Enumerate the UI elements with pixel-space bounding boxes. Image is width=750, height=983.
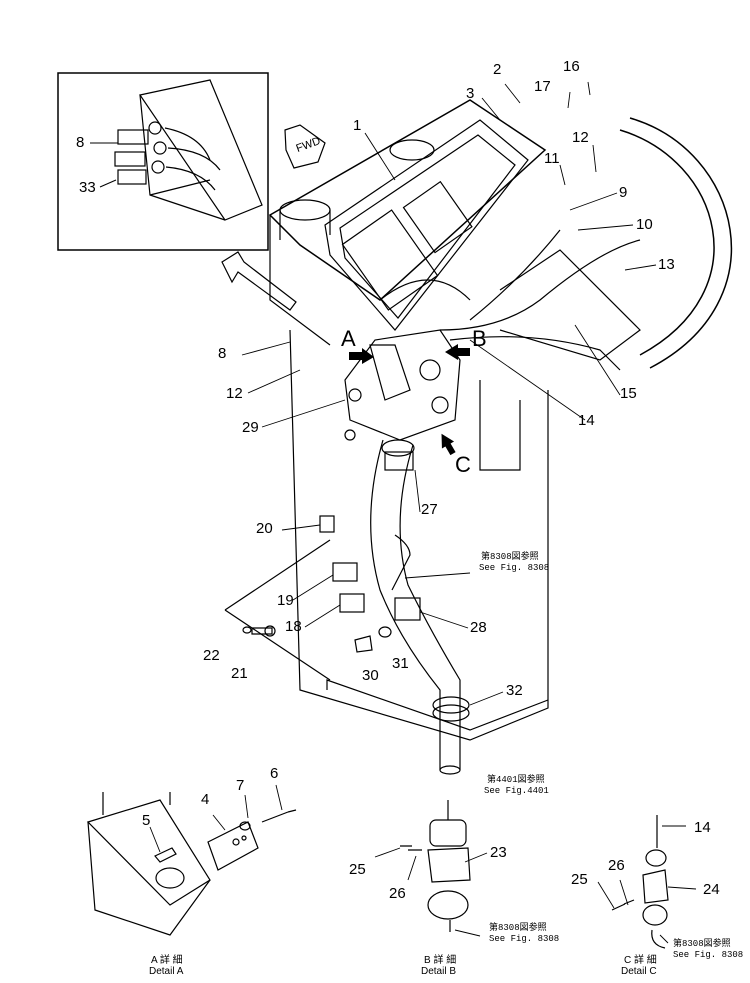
part-number-12-top: 12 xyxy=(572,129,589,146)
part-number-2: 2 xyxy=(493,61,502,78)
part-number-16: 16 xyxy=(563,58,580,75)
detail-a-caption-jp: A 詳 細 xyxy=(151,955,183,966)
detail-b-drawing xyxy=(400,800,471,932)
detail-b-caption-jp: B 詳 細 xyxy=(424,955,457,966)
part-number-26-c: 26 xyxy=(608,857,625,874)
part-number-27: 27 xyxy=(421,501,438,518)
detail-a-drawing xyxy=(86,792,297,936)
part-number-11: 11 xyxy=(544,150,560,167)
console-body xyxy=(268,99,733,741)
part-number-18: 18 xyxy=(285,618,302,635)
part-number-3: 3 xyxy=(466,85,475,102)
part-number-33: 33 xyxy=(79,179,96,196)
part-number-19: 19 xyxy=(277,592,294,609)
part-number-20: 20 xyxy=(256,520,273,537)
view-arrow-b xyxy=(445,344,470,360)
detail-b-caption-en: Detail B xyxy=(421,966,457,977)
detail-c-caption-en: Detail C xyxy=(621,966,657,977)
ref-fig-8308-b-en: See Fig. 8308 xyxy=(489,934,560,944)
ref-fig-8308-c-jp: 第8308図参照 xyxy=(673,939,731,949)
fwd-arrow xyxy=(284,124,326,169)
part-number-31: 31 xyxy=(392,655,409,672)
part-number-12-main: 12 xyxy=(226,385,243,402)
view-arrows xyxy=(349,344,470,456)
part-number-8-main: 8 xyxy=(218,345,227,362)
part-number-4: 4 xyxy=(201,791,210,808)
part-number-14-main: 14 xyxy=(578,412,595,429)
leader-lines xyxy=(149,81,697,944)
ref-fig-8308-c-en: See Fig. 8308 xyxy=(673,950,744,960)
part-number-1: 1 xyxy=(353,117,362,134)
part-number-28: 28 xyxy=(470,619,487,636)
part-number-6: 6 xyxy=(270,765,279,782)
part-number-25-b: 25 xyxy=(349,861,366,878)
view-label-c: C xyxy=(455,452,471,477)
part-number-5: 5 xyxy=(142,812,151,829)
ref-fig-8308-main-jp: 第8308図参照 xyxy=(481,552,539,562)
part-number-14-c: 14 xyxy=(694,819,711,836)
detail-a-caption-en: Detail A xyxy=(149,966,184,977)
small-parts-left xyxy=(224,515,392,681)
part-number-15: 15 xyxy=(620,385,637,402)
part-number-25-c: 25 xyxy=(571,871,588,888)
part-number-26-b: 26 xyxy=(389,885,406,902)
part-number-17: 17 xyxy=(534,78,551,95)
view-label-a: A xyxy=(341,326,356,351)
view-arrow-a xyxy=(349,348,374,364)
detail-c-caption-jp: C 詳 細 xyxy=(624,955,657,966)
ref-fig-4401-jp: 第4401図参照 xyxy=(487,775,545,785)
part-number-8-inset: 8 xyxy=(76,134,85,151)
part-number-22: 22 xyxy=(203,647,220,664)
part-number-30: 30 xyxy=(362,667,379,684)
control-pipe xyxy=(370,439,470,775)
switch-bracket xyxy=(344,329,461,441)
part-number-9: 9 xyxy=(619,184,628,201)
part-number-24: 24 xyxy=(703,881,720,898)
inset-detail xyxy=(57,72,269,251)
detail-c-drawing xyxy=(611,815,669,949)
inset-leader-lines xyxy=(90,142,118,188)
part-number-29: 29 xyxy=(242,419,259,436)
part-number-7: 7 xyxy=(236,777,245,794)
part-number-13: 13 xyxy=(658,256,675,273)
part-number-10: 10 xyxy=(636,216,653,233)
inset-callout-arrow xyxy=(221,251,297,311)
ref-fig-8308-main-en: See Fig. 8308 xyxy=(479,563,550,573)
view-arrow-c xyxy=(441,433,456,456)
ref-fig-8308-b-jp: 第8308図参照 xyxy=(489,923,547,933)
part-number-21: 21 xyxy=(231,665,248,682)
part-number-32: 32 xyxy=(506,682,523,699)
part-number-23: 23 xyxy=(490,844,507,861)
view-label-b: B xyxy=(472,326,487,351)
ref-fig-4401-en: See Fig.4401 xyxy=(484,786,549,796)
